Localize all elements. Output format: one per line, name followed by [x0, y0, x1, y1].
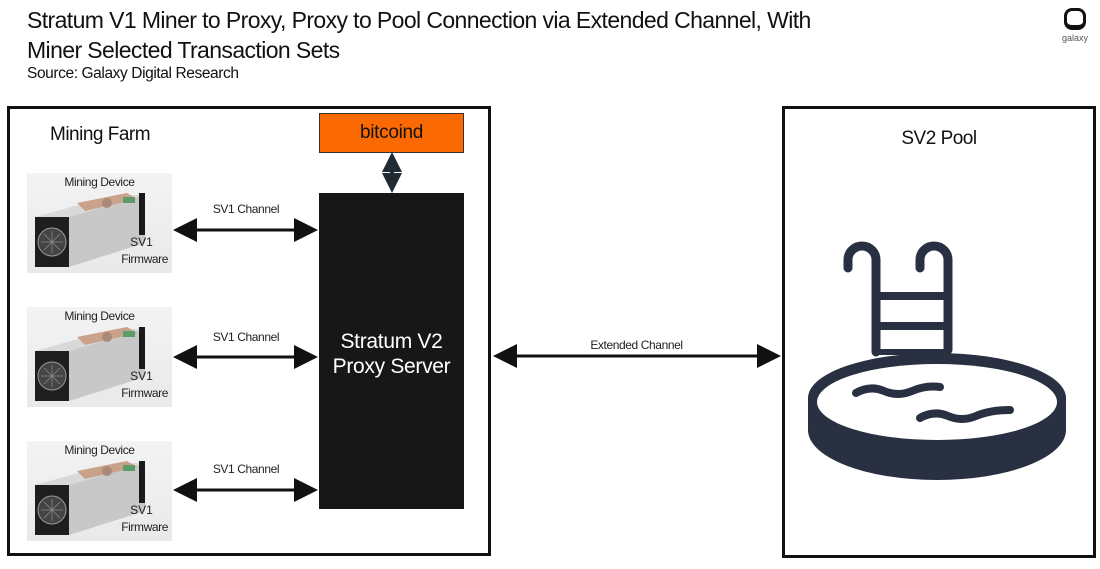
- proxy-label-line1: Stratum V2: [340, 329, 443, 353]
- firmware-label-line1: SV1: [130, 503, 153, 517]
- page-title: Stratum V1 Miner to Proxy, Proxy to Pool…: [27, 7, 811, 63]
- sv1-channel-label-2: SV1 Channel: [212, 330, 280, 344]
- firmware-label-line2: Firmware: [121, 520, 168, 534]
- mining-device-title: Mining Device: [64, 175, 135, 189]
- firmware-label-line1: SV1: [130, 369, 153, 383]
- extended-channel-label: Extended Channel: [590, 338, 683, 352]
- firmware-label-line2: Firmware: [121, 252, 168, 266]
- sv2-pool-box: [782, 106, 1096, 558]
- mining-farm-label: Mining Farm: [50, 124, 151, 145]
- galaxy-logo: galaxy: [1058, 8, 1092, 43]
- mining-device-title: Mining Device: [64, 309, 135, 323]
- bitcoind-node: bitcoind: [319, 113, 464, 153]
- sv1-channel-label-3: SV1 Channel: [212, 462, 280, 476]
- asic-miner-icon: [35, 327, 145, 401]
- sv1-channel-label-1: SV1 Channel: [212, 202, 280, 216]
- firmware-label-line2: Firmware: [121, 386, 168, 400]
- stratum-v2-proxy-server: Stratum V2 Proxy Server: [319, 193, 464, 509]
- proxy-label-line2: Proxy Server: [332, 354, 451, 378]
- mining-device-3: Mining Device SV1 Firmware: [27, 441, 172, 541]
- asic-miner-icon: [35, 461, 145, 535]
- mining-device-title: Mining Device: [64, 443, 135, 457]
- sv2-pool-label: SV2 Pool: [901, 128, 977, 149]
- mining-device-1: Mining Device SV1 Firmware: [27, 173, 172, 273]
- mining-device-2: Mining Device SV1 Firmware: [27, 307, 172, 407]
- galaxy-logo-icon: [1064, 8, 1086, 30]
- galaxy-logo-text: galaxy: [1061, 33, 1088, 43]
- source-note: Source: Galaxy Digital Research: [27, 65, 239, 82]
- mining-farm-box: [7, 106, 491, 556]
- firmware-label-line1: SV1: [130, 235, 153, 249]
- asic-miner-icon: [35, 193, 145, 267]
